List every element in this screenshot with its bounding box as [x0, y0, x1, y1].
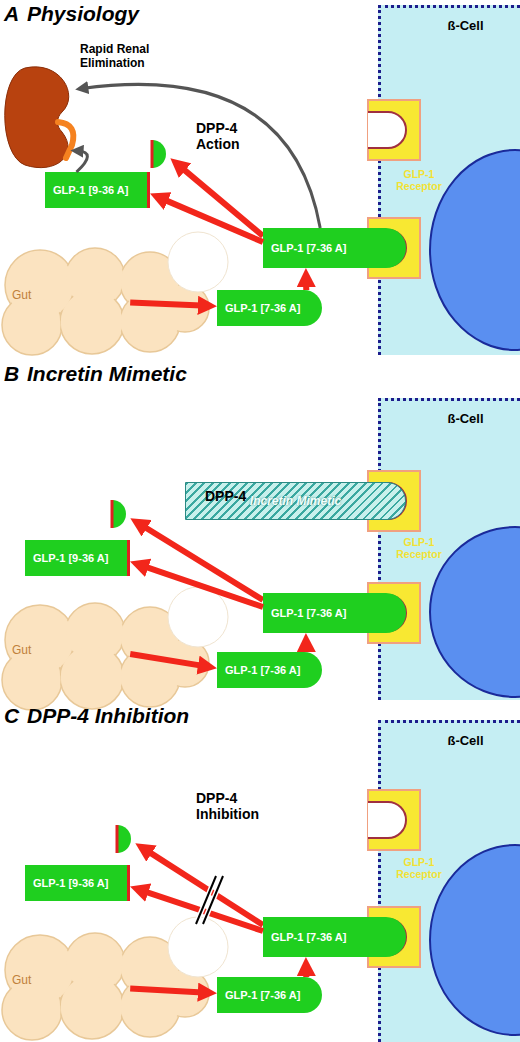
flow-arrow: [303, 643, 309, 652]
enzyme-label: DPP-4 Inhibition: [196, 790, 286, 822]
cleavage-mark: [116, 825, 119, 853]
gut-shape: [0, 605, 210, 703]
panel-letter: C: [4, 704, 19, 728]
panel-title: Physiology: [27, 2, 139, 26]
cleavage-mark: [111, 500, 114, 528]
beta-cell: ß-Cell: [378, 720, 520, 1042]
node-text: GLP-1 [7-36 A]: [225, 989, 300, 1001]
panel-title: DPP-4 Inhibition: [27, 704, 189, 728]
glp1-inactive: GLP-1 [9-36 A]: [25, 865, 130, 901]
elimination-arrow: [77, 151, 88, 172]
node-text: ß-Cell: [447, 18, 483, 33]
ureter: [58, 122, 73, 158]
node-text: GLP-1 [9-36 A]: [33, 877, 108, 889]
block-slash-halo: [203, 876, 223, 924]
node-text: GLP-1 [7-36 A]: [271, 607, 346, 619]
cleavage-arrow: [143, 848, 263, 925]
node-text: GLP-1 [7-36 A]: [271, 931, 346, 943]
gut-fill: [4, 982, 61, 1039]
glp1-active-bound: GLP-1 [7-36 A]: [263, 228, 406, 268]
node-text: GLP-1 [7-36 A]: [271, 242, 346, 254]
glp1-active-bound: GLP-1 [7-36 A]: [263, 593, 406, 633]
node-text: GLP-1 [7-36 A]: [225, 302, 300, 314]
node-text: GLP-1 [7-36 A]: [225, 664, 300, 676]
node-text: Rapid Renal Elimination: [80, 42, 160, 70]
gut-fill: [62, 977, 123, 1038]
node-text: ß-Cell: [447, 411, 483, 426]
panel-letter: A: [4, 2, 19, 26]
glp1-inactive: GLP-1 [9-36 A]: [45, 172, 150, 208]
gut-fill: [62, 292, 123, 353]
glp1-active: GLP-1 [7-36 A]: [217, 290, 322, 326]
dipeptide-fragments: [112, 140, 166, 853]
gut-shape: [0, 935, 210, 1042]
node-text: GLP-1 [9-36 A]: [33, 552, 108, 564]
dipeptide-fragment: [152, 140, 166, 168]
gut-organ: Gut: [0, 250, 210, 355]
receptor-label: GLP-1 Receptor: [386, 536, 452, 560]
glp1-inactive: GLP-1 [9-36 A]: [25, 540, 130, 576]
flow-arrow: [303, 967, 309, 977]
gut-notch: [168, 232, 228, 292]
gut-organ: Gut: [0, 935, 210, 1042]
cleavage-arrow: [178, 164, 263, 236]
gut-fill: [62, 647, 123, 708]
gut-fill: [4, 297, 61, 354]
kidney-body: [5, 67, 69, 168]
enzyme-label: DPP-4 Action: [196, 120, 258, 152]
cleavage-mark: [151, 140, 154, 168]
receptor-label: GLP-1 Receptor: [386, 856, 452, 880]
node-text: Gut: [12, 643, 31, 657]
dipeptide-fragment: [117, 825, 131, 853]
gut-organ: Gut: [0, 605, 210, 703]
gut-notch: [168, 587, 228, 647]
glp1-active: GLP-1 [7-36 A]: [217, 652, 322, 688]
receptor-label: GLP-1 Receptor: [386, 168, 452, 192]
node-text: Gut: [12, 288, 31, 302]
glp1-active: GLP-1 [7-36 A]: [217, 977, 322, 1013]
node-text: Gut: [12, 973, 31, 987]
enzyme-label: DPP-4: [205, 488, 246, 504]
gut-fill: [4, 652, 61, 709]
glp1-active-bound: GLP-1 [7-36 A]: [263, 917, 406, 957]
block-slash: [203, 876, 223, 924]
panel-letter: B: [4, 362, 19, 386]
node-text: GLP-1 [9-36 A]: [53, 184, 128, 196]
gut-notch: [168, 917, 228, 977]
dipeptide-fragment: [112, 500, 126, 528]
kidney-organ: Rapid Renal Elimination: [0, 40, 160, 170]
panel-title: Incretin Mimetic: [27, 362, 187, 386]
flow-arrow: [303, 278, 309, 290]
gut-shape: [0, 250, 210, 355]
node-text: Incretin Mimetic: [250, 494, 341, 508]
node-text: ß-Cell: [447, 733, 483, 748]
